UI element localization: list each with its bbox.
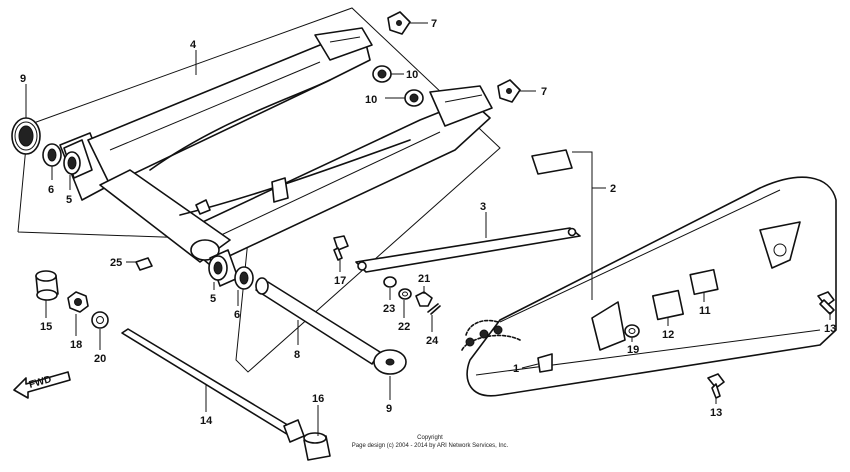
callout-8: 8: [294, 349, 300, 361]
chain-adjuster-7-upper[interactable]: [387, 11, 411, 35]
grommet-19[interactable]: [624, 324, 640, 338]
callout-14: 14: [200, 415, 213, 427]
chain-guard-2[interactable]: [461, 176, 837, 397]
washer-20[interactable]: [91, 311, 109, 329]
callout-23: 23: [383, 303, 395, 315]
dust-seal-15[interactable]: [35, 270, 59, 301]
callout-15: 15: [40, 321, 52, 333]
callout-9-left: 9: [20, 73, 26, 85]
callout-labels: 1 2 3 4 5 5 6 6 7 7 8 9 9 10 10 11 12 13…: [20, 18, 836, 427]
callout-5-right: 5: [210, 293, 216, 305]
leader-lines: [25, 22, 831, 436]
callout-6-right: 6: [234, 309, 240, 321]
copyright-line-1: Copyright: [417, 435, 443, 441]
callout-19: 19: [627, 344, 639, 356]
washer-22[interactable]: [398, 288, 412, 300]
callout-17: 17: [334, 275, 346, 287]
callout-20: 20: [94, 353, 106, 365]
needle-bearing-5-right[interactable]: [208, 249, 239, 287]
bushing-10-upper[interactable]: [372, 65, 392, 83]
chain-adjuster-7-lower[interactable]: [497, 79, 521, 103]
callout-3: 3: [480, 201, 486, 213]
bolt-13-upper[interactable]: [817, 291, 835, 315]
pivot-bolt-8[interactable]: [255, 277, 381, 365]
callout-13-lower: 13: [710, 407, 722, 419]
thrust-bushing-6-right[interactable]: [234, 266, 254, 290]
fwd-arrow-icon: FWD: [13, 371, 71, 399]
pivot-shaft-14[interactable]: [121, 328, 305, 443]
callout-10-lower: 10: [365, 94, 377, 106]
callout-6-left: 6: [48, 184, 54, 196]
callout-24: 24: [426, 335, 439, 347]
label-decal-upper[interactable]: [531, 149, 573, 175]
needle-bearing-5-left[interactable]: [63, 139, 93, 179]
callout-1: 1: [513, 363, 519, 375]
callout-5-left: 5: [66, 194, 72, 206]
dust-cap-9-right[interactable]: [373, 349, 407, 375]
cotter-pin-24[interactable]: [427, 303, 441, 315]
callout-12: 12: [662, 329, 674, 341]
copyright-line-2: Page design (c) 2004 - 2014 by ARI Netwo…: [351, 443, 509, 449]
callout-7-lower: 7: [541, 86, 547, 98]
washer-23[interactable]: [383, 276, 397, 288]
dust-seal-9-left[interactable]: [11, 117, 41, 155]
bushing-10-lower[interactable]: [404, 89, 424, 107]
thrust-bushing-6-left[interactable]: [42, 143, 62, 167]
callout-10-upper: 10: [406, 69, 418, 81]
callout-4: 4: [190, 39, 197, 51]
callout-22: 22: [398, 321, 410, 333]
cap-16[interactable]: [303, 432, 331, 461]
bolt-17[interactable]: [333, 235, 349, 261]
bolt-13-lower[interactable]: [707, 373, 725, 399]
nut-21[interactable]: [415, 291, 433, 307]
nut-18[interactable]: [67, 291, 89, 313]
callout-11: 11: [699, 305, 711, 317]
callout-21: 21: [418, 273, 430, 285]
clip-25[interactable]: [135, 257, 153, 271]
callout-16: 16: [312, 393, 324, 405]
callout-7-upper: 7: [431, 18, 437, 30]
callout-2: 2: [610, 183, 616, 195]
callout-9-right: 9: [386, 403, 392, 415]
callout-13-upper: 13: [824, 323, 836, 335]
copyright-notice: Copyright Page design (c) 2004 - 2014 by…: [330, 434, 530, 450]
swingarm[interactable]: [59, 27, 493, 266]
chain-guard-stay-3[interactable]: [355, 227, 581, 273]
callout-18: 18: [70, 339, 82, 351]
callout-25: 25: [110, 257, 122, 269]
